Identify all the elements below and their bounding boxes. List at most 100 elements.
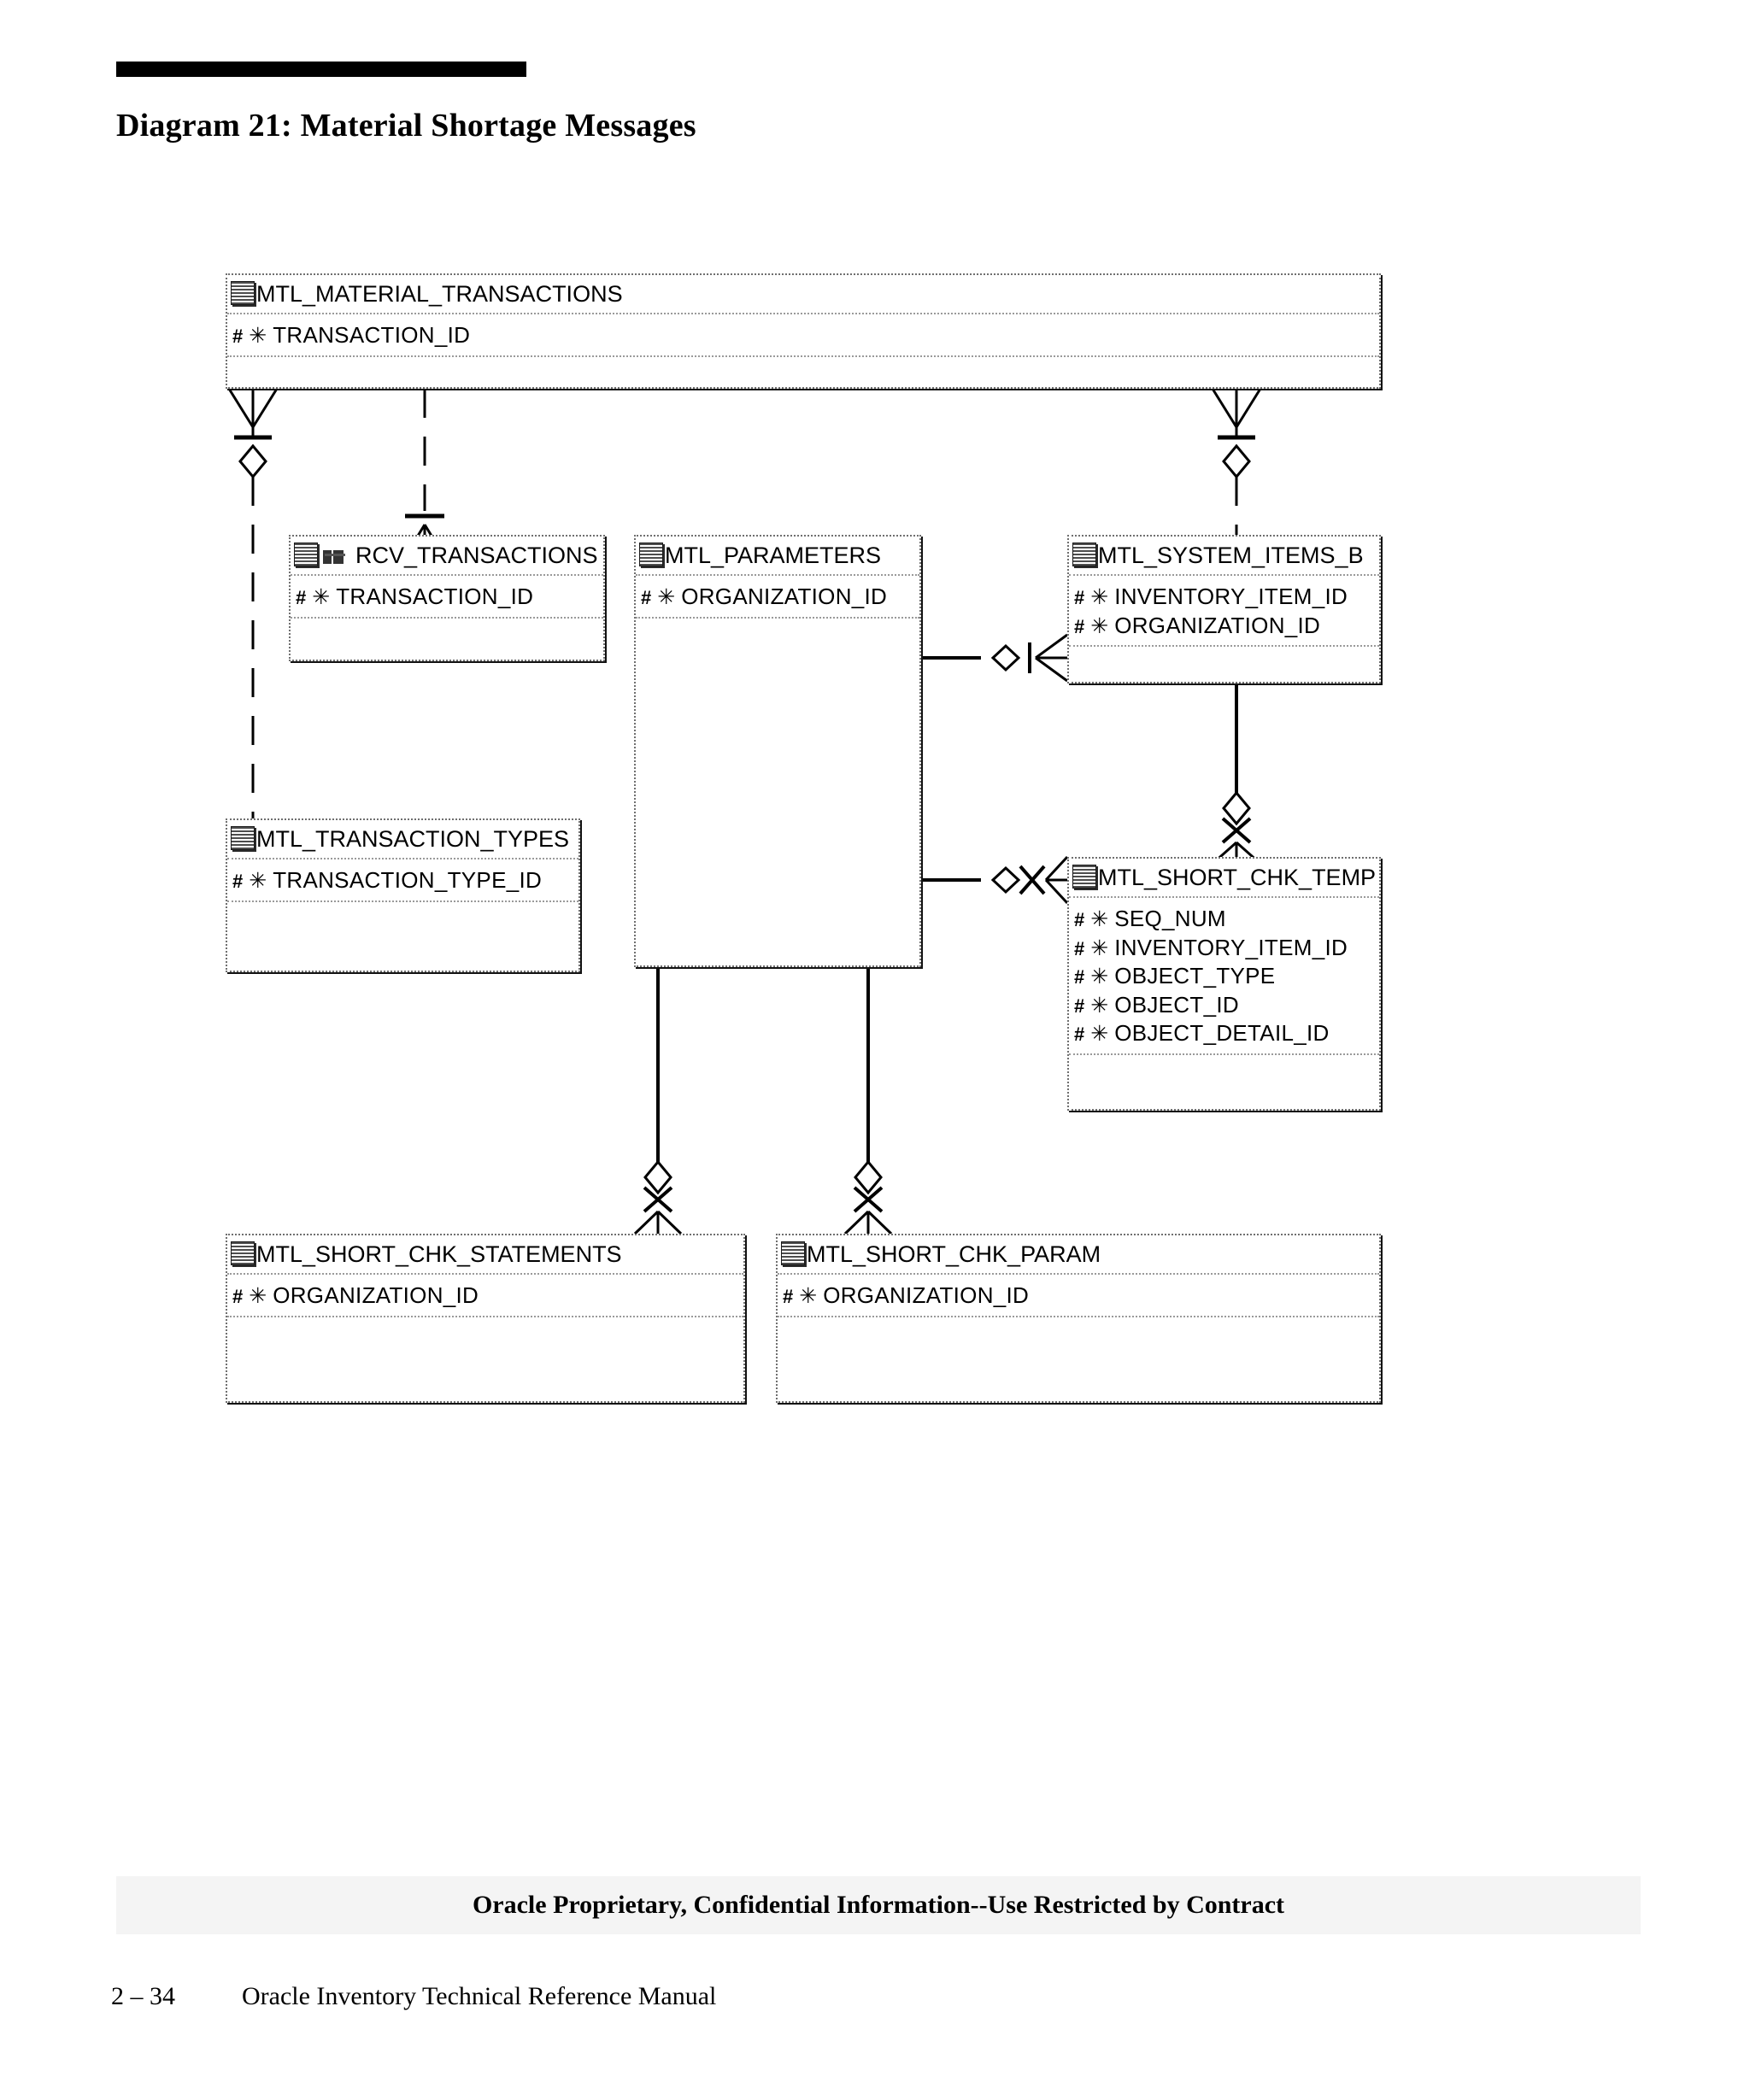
- entity-mtl-parameters[interactable]: MTL_PARAMETERS # ✳ ORGANIZATION_ID: [634, 535, 921, 967]
- entity-attributes: # ✳ TRANSACTION_ID: [227, 314, 1379, 357]
- attribute-row: # ✳ ORGANIZATION_ID: [232, 1282, 743, 1311]
- pk-marker: #: [1074, 994, 1085, 1017]
- attribute-name: ORGANIZATION_ID: [273, 1282, 479, 1308]
- entity-attributes: # ✳ ORGANIZATION_ID: [227, 1275, 743, 1317]
- entity-title: MTL_SHORT_CHK_PARAM: [778, 1235, 1379, 1275]
- mandatory-marker: ✳: [1090, 907, 1109, 931]
- mandatory-marker: ✳: [249, 324, 267, 348]
- footer-band: [116, 1876, 1641, 1934]
- footer-notice: Oracle Proprietary, Confidential Informa…: [472, 1891, 1285, 1919]
- page-number: 2 – 34: [111, 1982, 175, 2010]
- entity-attributes: # ✳ ORGANIZATION_ID: [778, 1275, 1379, 1317]
- attribute-name: TRANSACTION_ID: [336, 584, 534, 609]
- pk-marker: #: [232, 1286, 244, 1307]
- entity-mtl-material-transactions[interactable]: MTL_MATERIAL_TRANSACTIONS # ✳ TRANSACTIO…: [226, 273, 1381, 389]
- attribute-name: TRANSACTION_TYPE_ID: [273, 867, 543, 893]
- crowsfoot-mmt-tt: [227, 388, 279, 428]
- entity-mtl-transaction-types[interactable]: MTL_TRANSACTION_TYPES # ✳ TRANSACTION_TY…: [226, 818, 580, 972]
- attribute-row: # ✳ ORGANIZATION_ID: [1074, 612, 1379, 641]
- x-marker-params-stmts: [643, 1186, 673, 1213]
- entity-name: RCV_TRANSACTIONS: [355, 542, 598, 568]
- attribute-row: # ✳ INVENTORY_ITEM_ID: [1074, 583, 1379, 612]
- entity-name: MTL_SHORT_CHK_TEMP: [1098, 864, 1377, 890]
- entity-title: MTL_SHORT_CHK_TEMP: [1069, 859, 1379, 898]
- entity-title: MTL_PARAMETERS: [636, 537, 919, 576]
- table-icon: [231, 826, 255, 850]
- pk-marker: #: [1074, 909, 1085, 930]
- entity-mtl-short-chk-statements[interactable]: MTL_SHORT_CHK_STATEMENTS # ✳ ORGANIZATIO…: [226, 1234, 745, 1403]
- mandatory-marker: ✳: [657, 585, 676, 609]
- mandatory-marker: ✳: [1090, 993, 1109, 1018]
- x-marker-msi-temp: [1221, 817, 1252, 844]
- table-icon: [231, 281, 255, 305]
- table-icon: [781, 1241, 805, 1265]
- pk-marker: #: [232, 326, 244, 347]
- entity-attributes: # ✳ TRANSACTION_TYPE_ID: [227, 859, 578, 902]
- mandatory-marker: ✳: [249, 1284, 267, 1308]
- attribute-row: # ✳ OBJECT_ID: [1074, 991, 1379, 1020]
- pk-marker: #: [1074, 966, 1085, 988]
- table-icon: [231, 1241, 255, 1265]
- entity-attributes: # ✳ INVENTORY_ITEM_ID # ✳ ORGANIZATION_I…: [1069, 576, 1379, 647]
- manual-name: Oracle Inventory Technical Reference Man…: [242, 1982, 717, 2010]
- attribute-row: # ✳ TRANSACTION_TYPE_ID: [232, 866, 578, 895]
- pk-marker: #: [296, 587, 307, 608]
- attribute-row: # ✳ OBJECT_DETAIL_ID: [1074, 1019, 1379, 1048]
- attribute-name: ORGANIZATION_ID: [681, 584, 888, 609]
- attribute-name: OBJECT_DETAIL_ID: [1114, 1020, 1330, 1046]
- attribute-row: # ✳ ORGANIZATION_ID: [783, 1282, 1379, 1311]
- entity-title: MTL_TRANSACTION_TYPES: [227, 820, 578, 859]
- entity-mtl-system-items-b[interactable]: MTL_SYSTEM_ITEMS_B # ✳ INVENTORY_ITEM_ID…: [1067, 535, 1381, 683]
- entity-mtl-short-chk-param[interactable]: MTL_SHORT_CHK_PARAM # ✳ ORGANIZATION_ID: [776, 1234, 1381, 1403]
- entity-name: MTL_SHORT_CHK_PARAM: [807, 1241, 1101, 1267]
- entity-name: MTL_MATERIAL_TRANSACTIONS: [256, 280, 623, 307]
- mandatory-marker: ✳: [1090, 936, 1109, 960]
- attribute-name: OBJECT_ID: [1114, 991, 1239, 1018]
- entity-attributes: # ✳ TRANSACTION_ID: [291, 576, 603, 619]
- attribute-name: TRANSACTION_ID: [273, 322, 471, 348]
- x-marker-params-param: [853, 1186, 884, 1213]
- crowsfoot-params-temp: [1044, 855, 1069, 905]
- crowsfoot-params-param: [843, 1210, 893, 1235]
- table-icon: [1072, 865, 1096, 889]
- table-icon: [1072, 543, 1096, 566]
- crowsfoot-mmt-msi: [1211, 388, 1262, 428]
- mandatory-marker: ✳: [1090, 1022, 1109, 1046]
- attribute-row: # ✳ SEQ_NUM: [1074, 905, 1379, 934]
- crowsfoot-params-stmts: [633, 1210, 683, 1235]
- attribute-name: ORGANIZATION_ID: [1114, 612, 1321, 638]
- attribute-name: OBJECT_TYPE: [1114, 963, 1276, 988]
- mandatory-marker: ✳: [249, 869, 267, 893]
- entity-title: RCV_TRANSACTIONS: [291, 537, 603, 576]
- entity-name: MTL_TRANSACTION_TYPES: [256, 825, 570, 852]
- mandatory-marker: ✳: [312, 585, 331, 609]
- attribute-row: # ✳ ORGANIZATION_ID: [641, 583, 919, 612]
- entity-mtl-short-chk-temp[interactable]: MTL_SHORT_CHK_TEMP # ✳ SEQ_NUM # ✳ INVEN…: [1067, 857, 1381, 1111]
- entity-name: MTL_PARAMETERS: [665, 542, 882, 568]
- entity-rcv-transactions[interactable]: RCV_TRANSACTIONS # ✳ TRANSACTION_ID: [289, 535, 605, 661]
- pk-marker: #: [1074, 937, 1085, 959]
- pk-marker: #: [1074, 615, 1085, 637]
- page-title: Diagram 21: Material Shortage Messages: [116, 108, 696, 144]
- attribute-name: INVENTORY_ITEM_ID: [1114, 934, 1348, 960]
- mandatory-marker: ✳: [1090, 965, 1109, 988]
- mandatory-marker: ✳: [1090, 613, 1109, 638]
- crowsfoot-params-msi: [1035, 633, 1068, 683]
- attribute-row: # ✳ INVENTORY_ITEM_ID: [1074, 934, 1379, 963]
- pk-marker: #: [1074, 587, 1085, 608]
- attribute-row: # ✳ TRANSACTION_ID: [296, 583, 603, 612]
- title-rule: [116, 62, 526, 77]
- pk-marker: #: [1074, 1024, 1085, 1045]
- entity-name: MTL_SYSTEM_ITEMS_B: [1098, 542, 1364, 568]
- entity-attributes: # ✳ ORGANIZATION_ID: [636, 576, 919, 619]
- pk-marker: #: [783, 1286, 794, 1307]
- attribute-row: # ✳ TRANSACTION_ID: [232, 321, 1379, 350]
- mandatory-marker: ✳: [799, 1284, 818, 1308]
- mandatory-marker: ✳: [1090, 585, 1109, 609]
- attribute-name: SEQ_NUM: [1114, 906, 1226, 931]
- entity-title: MTL_SHORT_CHK_STATEMENTS: [227, 1235, 743, 1275]
- pk-marker: #: [641, 587, 652, 608]
- entity-title: MTL_MATERIAL_TRANSACTIONS: [227, 275, 1379, 314]
